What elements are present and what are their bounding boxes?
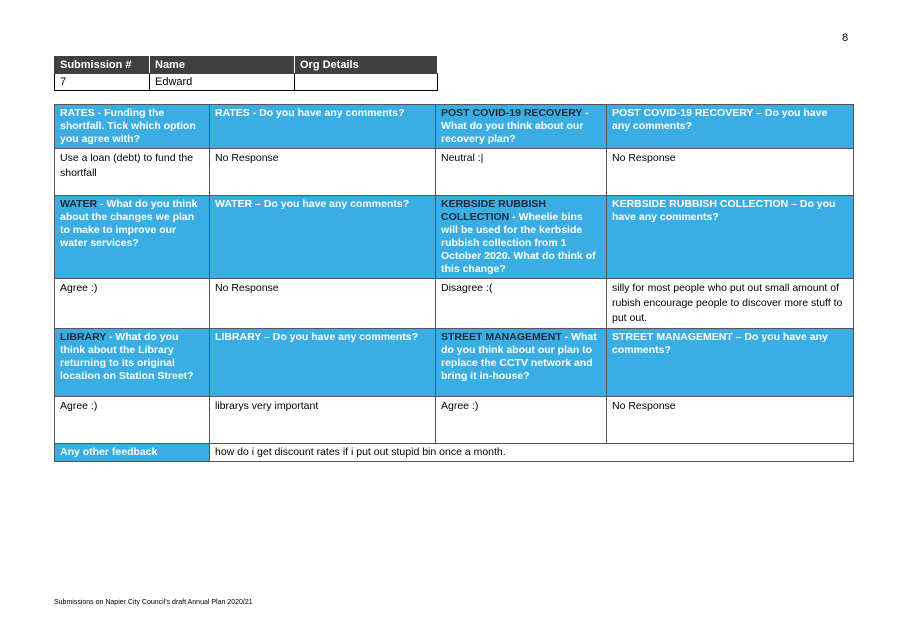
question-cell: LIBRARY - What do you think about the Li…: [54, 328, 210, 397]
question-cell: STREET MANAGEMENT - What do you think ab…: [435, 328, 607, 397]
question-topic: KERBSIDE RUBBISH COLLECTION: [441, 198, 547, 223]
other-feedback-row: Any other feedback how do i get discount…: [54, 443, 854, 462]
question-cell: WATER - What do you think about the chan…: [54, 195, 210, 279]
answer-cell: Use a loan (debt) to fund the shortfall: [54, 148, 210, 196]
question-text: - What do you think about our recovery p…: [441, 107, 589, 145]
question-cell: KERBSIDE RUBBISH COLLECTION – Do you hav…: [606, 195, 854, 279]
header-submission-number: Submission #: [54, 56, 150, 74]
answer-row: Agree :) No Response Disagree :( silly f…: [54, 278, 854, 329]
other-feedback-label: Any other feedback: [54, 443, 210, 462]
question-topic: WATER: [215, 198, 253, 210]
question-cell: WATER – Do you have any comments?: [209, 195, 436, 279]
question-text: – Do you have any comments?: [252, 198, 410, 210]
responses-table: RATES - Funding the shortfall. Tick whic…: [54, 104, 854, 462]
question-text: – Do you have any comments?: [612, 198, 836, 223]
question-topic: RATES: [215, 107, 250, 119]
answer-cell: No Response: [606, 148, 854, 196]
question-cell: POST COVID-19 RECOVERY – Do you have any…: [606, 104, 854, 149]
question-text: – Do you have any comments?: [612, 107, 828, 132]
header-org-details: Org Details: [294, 56, 438, 74]
answer-cell: Disagree :(: [435, 278, 607, 329]
page-number: 8: [842, 32, 849, 44]
question-topic: STREET MANAGEMENT: [441, 331, 562, 343]
question-text: - What do you think about the Library re…: [60, 331, 194, 382]
question-text: - What do you think about the changes we…: [60, 198, 198, 249]
answer-cell: Agree :): [54, 396, 210, 444]
question-cell: RATES - Do you have any comments?: [209, 104, 436, 149]
submission-header-row: Submission # Name Org Details: [54, 56, 438, 74]
question-topic: WATER: [60, 198, 98, 210]
question-cell: RATES - Funding the shortfall. Tick whic…: [54, 104, 210, 149]
question-topic: RATES: [60, 107, 95, 119]
question-topic: POST COVID-19 RECOVERY: [441, 107, 583, 119]
question-cell: STREET MANAGEMENT – Do you have any comm…: [606, 328, 854, 397]
other-feedback-value: how do i get discount rates if i put out…: [209, 443, 854, 462]
question-cell: POST COVID-19 RECOVERY - What do you thi…: [435, 104, 607, 149]
question-text: - Funding the shortfall. Tick which opti…: [60, 107, 196, 145]
answer-cell: Agree :): [435, 396, 607, 444]
submission-value-row: 7 Edward: [54, 73, 438, 91]
question-text: - Wheelie bins will be used for the kerb…: [441, 211, 596, 275]
question-topic: POST COVID-19 RECOVERY: [612, 107, 754, 119]
question-topic: KERBSIDE RUBBISH COLLECTION: [612, 198, 789, 210]
question-text: - Do you have any comments?: [249, 107, 405, 119]
question-text: – Do you have any comments?: [261, 331, 419, 343]
answer-cell: No Response: [606, 396, 854, 444]
question-text: - What do you think about our plan to re…: [441, 331, 597, 382]
question-row: WATER - What do you think about the chan…: [54, 195, 854, 279]
submission-number: 7: [54, 73, 150, 91]
question-cell: LIBRARY – Do you have any comments?: [209, 328, 436, 397]
submitter-name: Edward: [149, 73, 295, 91]
answer-row: Use a loan (debt) to fund the shortfall …: [54, 148, 854, 196]
answer-cell: Agree :): [54, 278, 210, 329]
question-topic: STREET MANAGEMENT: [612, 331, 733, 343]
answer-cell: Neutral :|: [435, 148, 607, 196]
footer-text: Submissions on Napier City Council's dra…: [54, 599, 253, 606]
question-row: LIBRARY - What do you think about the Li…: [54, 328, 854, 397]
answer-cell: librarys very important: [209, 396, 436, 444]
question-row: RATES - Funding the shortfall. Tick whic…: [54, 104, 854, 149]
question-cell: KERBSIDE RUBBISH COLLECTION - Wheelie bi…: [435, 195, 607, 279]
question-topic: LIBRARY: [60, 331, 107, 343]
question-topic: LIBRARY: [215, 331, 262, 343]
answer-cell: No Response: [209, 148, 436, 196]
header-name: Name: [149, 56, 295, 74]
answer-cell: silly for most people who put out small …: [606, 278, 854, 329]
org-details: [294, 73, 438, 91]
answer-cell: No Response: [209, 278, 436, 329]
question-text: – Do you have any comments?: [612, 331, 828, 356]
submission-table: Submission # Name Org Details 7 Edward: [54, 56, 438, 91]
answer-row: Agree :) librarys very important Agree :…: [54, 396, 854, 444]
